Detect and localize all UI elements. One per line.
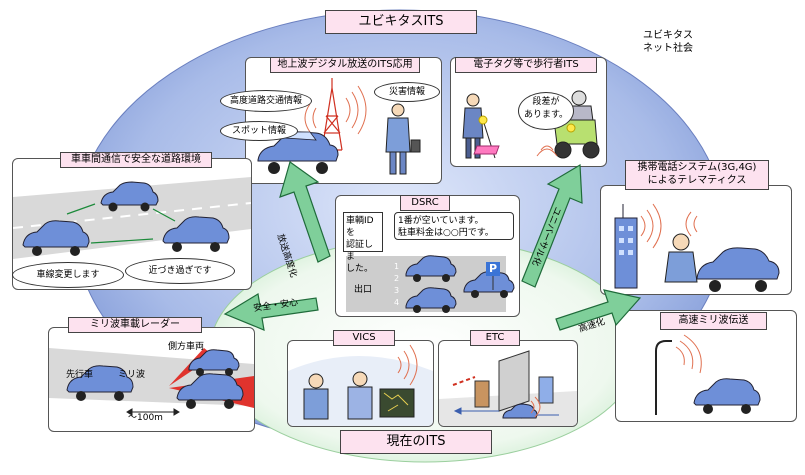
broadcast-waves — [304, 85, 367, 135]
spot-info-bubble: スポット情報 — [220, 121, 298, 141]
own-car — [176, 373, 244, 409]
car-3 — [162, 216, 230, 252]
etc-waves — [530, 396, 541, 418]
vehicle-id-line-2: 認証しま — [346, 240, 374, 262]
too-close-bubble: 近づき過ぎです — [125, 258, 235, 284]
parking-car-1 — [405, 255, 457, 282]
etc-title: ETC — [470, 330, 520, 346]
step-warning-bubble: 段差が あります。 — [518, 92, 574, 130]
distance-label: ～100m — [128, 413, 163, 423]
parking-speech-line-1: 1番が空いています。 — [398, 216, 484, 226]
front-car-label: 先行車 — [66, 370, 94, 380]
mmwave-radar-title: ミリ波車載レーダー — [68, 317, 202, 333]
side-car-label: 側方車両 — [168, 342, 205, 352]
distance-arrow — [126, 408, 180, 416]
smile-tag-icon — [478, 115, 488, 125]
parking-sign — [486, 262, 500, 276]
vics-title: VICS — [333, 330, 395, 346]
lane-number-4: 4 — [394, 298, 400, 307]
lane-number-2: 2 — [394, 274, 400, 283]
mmwave-label: ミリ波 — [118, 370, 146, 380]
lane-change-bubble: 車線変更します — [12, 262, 124, 288]
step-warning-line-1: 段差が — [532, 97, 560, 107]
lane-number-1: 1 — [394, 262, 400, 271]
vehicle-id-line-3: した。 — [346, 264, 374, 274]
vics-panel — [287, 340, 434, 427]
vehicle-id-line-1: 車輌IDを — [346, 216, 374, 238]
step-warning-line-2: あります。 — [523, 110, 569, 120]
ubiquitous-its-title: ユビキタスITS — [325, 10, 477, 34]
mobile-title-line-1: 携帯電話システム(3G,4G) — [637, 162, 757, 173]
digital-broadcast-panel — [245, 57, 442, 184]
transmission-waves — [675, 334, 702, 374]
ubiquitous-net-label-2: ネット社会 — [643, 43, 693, 54]
mmwave-transmission-title: 高速ミリ波伝送 — [660, 312, 767, 330]
parking-speech: 1番が空いています。 駐車料金は○○円です。 — [394, 212, 514, 240]
vics-waves — [397, 344, 418, 386]
streetlight-illustration — [655, 340, 672, 415]
parking-lot — [346, 256, 506, 312]
person-illustration — [385, 103, 421, 175]
tag-waves — [536, 145, 558, 157]
driver-illustration — [303, 371, 373, 420]
pedestrian-its-title: 電子タグ等で歩行者ITS — [455, 57, 597, 73]
mobile-telematics-title: 携帯電話システム(3G,4G) によるテレマティクス — [625, 160, 769, 190]
traffic-info-bubble: 高度道路交通情報 — [220, 90, 312, 112]
smile-tag-icon-2 — [566, 123, 576, 133]
digital-broadcast-title: 地上波デジタル放送のITS応用 — [270, 57, 420, 73]
toll-gate-illustration — [474, 350, 554, 412]
side-car — [188, 349, 240, 376]
etc-panel — [438, 340, 578, 427]
vehicle-id-speech: 車輌IDを 認証しま した。 — [343, 212, 383, 274]
parking-speech-line-2: 駐車料金は○○円です。 — [398, 228, 494, 238]
parking-car-3 — [463, 271, 515, 298]
dsrc-title: DSRC — [400, 195, 450, 211]
toll-bar — [452, 376, 476, 386]
tag-plate — [473, 145, 500, 155]
mmwave-radar-panel — [48, 327, 255, 432]
cell-waves — [640, 203, 698, 249]
exit-label: 出口 — [354, 285, 373, 295]
v2v-title: 車車間通信で安全な道路環境 — [60, 152, 212, 168]
etc-car — [502, 403, 538, 419]
lane-number-3: 3 — [394, 286, 400, 295]
telematics-car — [696, 247, 780, 292]
disaster-info-bubble: 災害情報 — [374, 82, 440, 102]
receiving-car — [693, 378, 761, 414]
front-car — [66, 365, 134, 401]
mobile-telematics-panel — [600, 185, 792, 295]
car-2 — [100, 181, 159, 212]
car-1 — [22, 220, 90, 256]
ubiquitous-net-label-1: ユビキタス — [643, 30, 693, 41]
building-illustration — [614, 204, 638, 289]
mobile-title-line-2: によるテレマティクス — [647, 175, 747, 186]
parking-sign-label: P — [489, 262, 498, 275]
phone-user-illustration — [664, 233, 698, 283]
parking-car-2 — [405, 287, 457, 313]
current-its-title: 現在のITS — [340, 430, 492, 454]
communication-arrows — [66, 203, 176, 244]
